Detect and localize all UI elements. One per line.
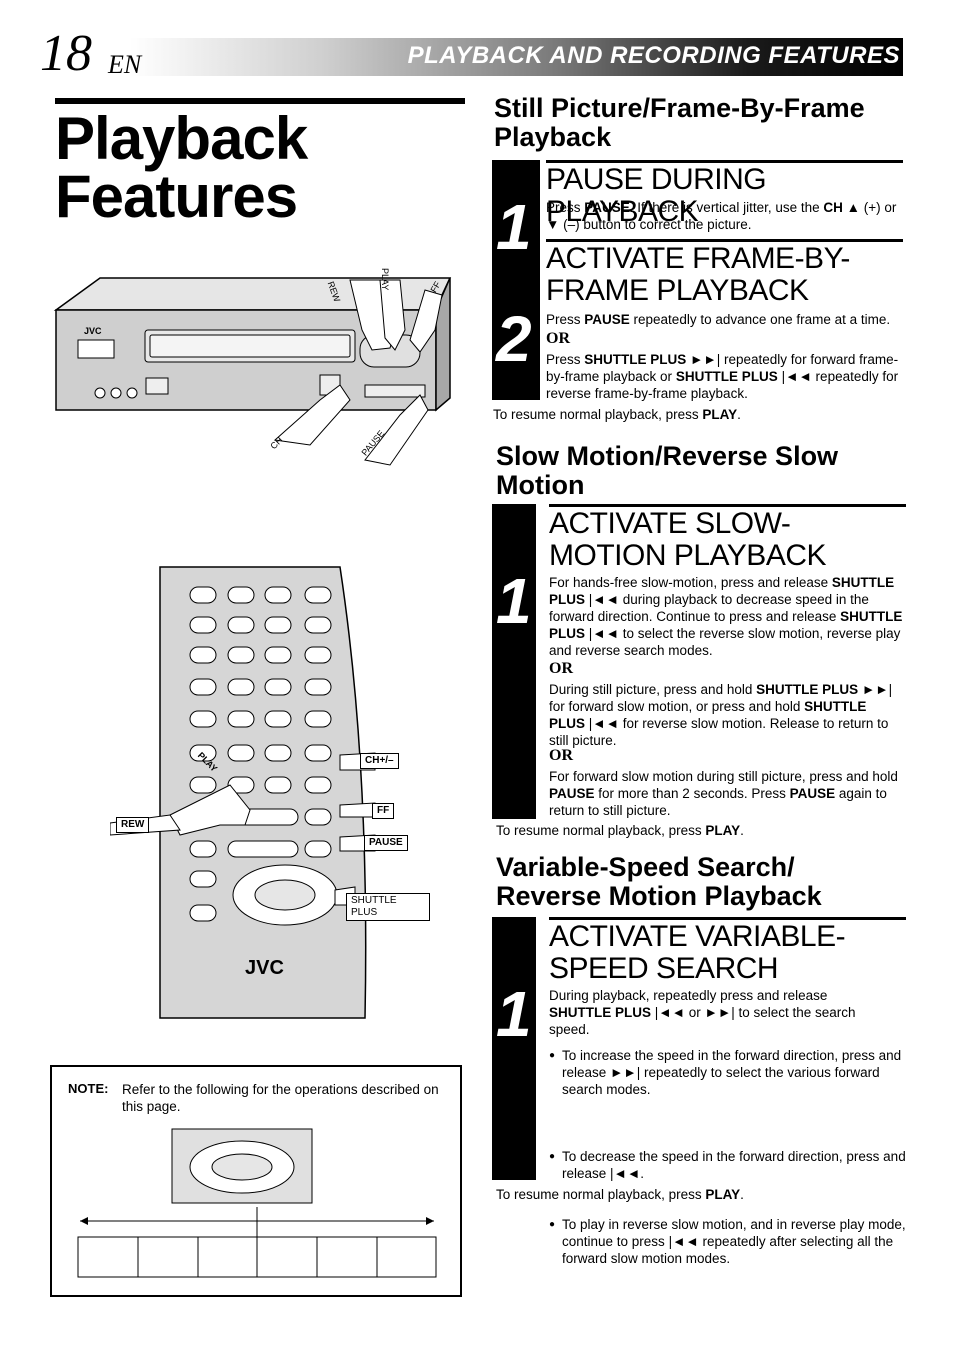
sec3-heading: Variable-Speed Search/ Reverse Motion Pl…	[496, 852, 822, 911]
sec2-or-2: OR	[549, 747, 573, 764]
note-label: NOTE:	[68, 1081, 109, 1096]
page-number: 18	[40, 25, 92, 82]
remote-pause-callout: PAUSE	[364, 835, 408, 851]
sec2-step-title: ACTIVATE SLOW-MOTION PLAYBACK	[549, 507, 827, 572]
remote-illustration: JVC PLAY CH+/– FF REW PAUSE SHUTTLE PLUS	[109, 565, 430, 1020]
remote-rew-callout: REW	[116, 817, 150, 833]
sec1-step2-title: ACTIVATE FRAME-BY-FRAME PLAYBACK	[546, 242, 850, 307]
sec1-step1-body: Press PAUSE. If there is vertical jitter…	[546, 200, 897, 232]
sec2-resume: To resume normal playback, press PLAY.	[496, 823, 744, 838]
note-diagram	[77, 1128, 437, 1278]
sec1-step2-body-or: Press SHUTTLE PLUS ►►| repeatedly for fo…	[546, 352, 899, 401]
sec3-resume: To resume normal playback, press PLAY.	[496, 1187, 744, 1202]
page-title: Playback Features	[55, 105, 308, 230]
sec1-heading: Still Picture/Frame-By-Frame Playback	[494, 93, 865, 152]
sec2-step-bar: 1	[492, 504, 536, 819]
sec3-bullet-1: To increase the speed in the forward dir…	[549, 1047, 907, 1098]
note-box: NOTE: Refer to the following for the ope…	[50, 1065, 462, 1297]
sec3-step-number: 1	[496, 978, 532, 1050]
sec2-body-2: During still picture, press and hold SHU…	[549, 682, 893, 748]
sec1-step2-body: Press PAUSE repeatedly to advance one fr…	[546, 312, 891, 327]
vcr-drawing	[53, 277, 452, 466]
sec1-step2-number: 2	[496, 303, 532, 375]
sec3-step-title: ACTIVATE VARIABLE-SPEED SEARCH	[549, 920, 846, 985]
sec1-step1-number: 1	[496, 191, 532, 263]
sec1-step1-rule	[546, 160, 903, 163]
sec2-or-1: OR	[549, 660, 573, 677]
sec2-step-rule	[549, 504, 906, 507]
page-title-line1: Playback	[55, 105, 308, 172]
section-header-title: PLAYBACK AND RECORDING FEATURES	[407, 42, 900, 69]
note-text: Refer to the following for the operation…	[122, 1082, 439, 1114]
sec2-body-1: For hands-free slow-motion, press and re…	[549, 575, 903, 658]
title-rule	[55, 98, 465, 104]
sec3-step-bar: 1	[492, 917, 536, 1180]
sec1-step-bar: 1 2	[492, 160, 540, 400]
vcr-illustration: JVC REW PLAY FF CH PAUSE	[50, 260, 470, 470]
sec1-resume: To resume normal playback, press PLAY.	[493, 407, 741, 422]
page-language: EN	[108, 50, 142, 79]
sec1-or: OR	[546, 330, 570, 347]
remote-shuttle-callout: SHUTTLE PLUS	[346, 893, 430, 921]
remote-ff-callout: FF	[372, 803, 395, 819]
vcr-brand: JVC	[84, 326, 102, 336]
vcr-play-label: PLAY	[380, 268, 390, 291]
remote-brand: JVC	[245, 957, 284, 979]
sec2-body-3: For forward slow motion during still pic…	[549, 769, 898, 818]
sec1-step1-title: PAUSE DURING PLAYBACK	[546, 163, 767, 228]
sec3-body: During playback, repeatedly press and re…	[549, 988, 856, 1037]
remote-drawing	[109, 566, 376, 1019]
sec3-bullet-3: To play in reverse slow motion, and in r…	[549, 1216, 907, 1267]
sec1-step2-rule	[546, 239, 903, 242]
sec3-bullet-2: To decrease the speed in the forward dir…	[549, 1148, 907, 1182]
remote-ch-callout: CH+/–	[360, 753, 399, 769]
sec2-step-number: 1	[496, 565, 532, 637]
header-bar	[130, 38, 903, 76]
page-title-line2: Features	[55, 163, 298, 230]
sec3-step-rule	[549, 917, 906, 920]
sec2-heading: Slow Motion/Reverse Slow Motion	[496, 441, 839, 500]
